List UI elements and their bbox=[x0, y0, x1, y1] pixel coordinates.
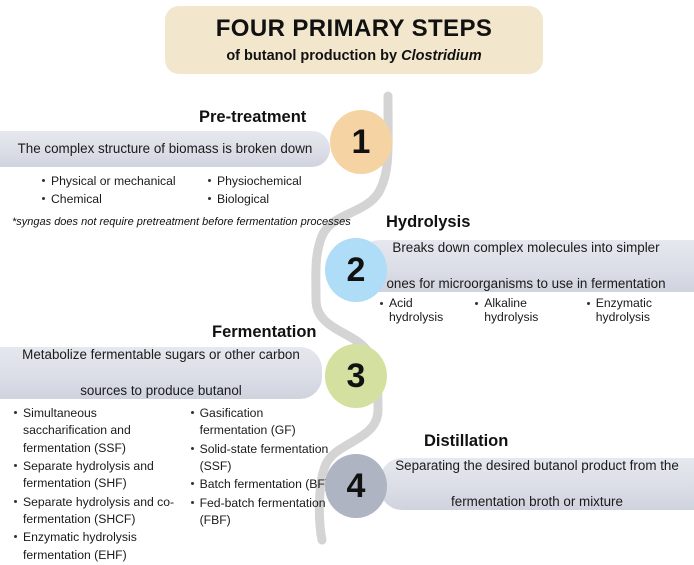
subtitle-prefix: of butanol production by bbox=[226, 48, 402, 65]
step-3-description-pill: Metabolize fermentable sugars or other c… bbox=[0, 347, 322, 399]
subtitle-organism: Clostridium bbox=[401, 48, 482, 65]
page-title: FOUR PRIMARY STEPS bbox=[215, 14, 493, 42]
list-item: Physical or mechanical bbox=[40, 173, 192, 190]
list-item: Fed-batch fermentation (FBF) bbox=[189, 495, 332, 530]
step-3-bullets-column-b: Gasification fermentation (GF) Solid-sta… bbox=[189, 405, 332, 565]
step-2-description-line2: ones for microorganisms to use in fermen… bbox=[386, 276, 666, 292]
step-2-description: Breaks down complex molecules into simpl… bbox=[386, 239, 665, 293]
step-4-description-pill: Separating the desired butanol product f… bbox=[380, 458, 694, 510]
step-2-number: 2 bbox=[346, 250, 366, 289]
step-1-description-pill: The complex structure of biomass is brok… bbox=[0, 131, 330, 167]
step-4-description-line2: fermentation broth or mixture bbox=[451, 494, 623, 510]
page-subtitle: of butanol production by Clostridium bbox=[226, 48, 481, 64]
list-item: Batch fermentation (BF) bbox=[189, 476, 332, 493]
list-item: Alkaline hydrolysis bbox=[473, 296, 571, 324]
step-3-description-line1: Metabolize fermentable sugars or other c… bbox=[22, 346, 300, 362]
step-2-heading: Hydrolysis bbox=[386, 213, 471, 231]
step-1-bullets: Physical or mechanical Chemical Physioch… bbox=[40, 173, 340, 210]
list-item: Chemical bbox=[40, 191, 192, 208]
step-2-description-line1: Breaks down complex molecules into simpl… bbox=[392, 239, 660, 255]
list-item: Separate hydrolysis and co-fermentation … bbox=[12, 494, 175, 529]
step-2-bullets: Acid hydrolysis Alkaline hydrolysis Enzy… bbox=[378, 296, 694, 324]
step-1-number: 1 bbox=[351, 122, 371, 161]
infographic-canvas: FOUR PRIMARY STEPS of butanol production… bbox=[0, 6, 694, 562]
step-4-circle: 4 bbox=[325, 454, 387, 518]
step-4-description-line1: Separating the desired butanol product f… bbox=[395, 457, 679, 473]
step-1-bullets-column-a: Physical or mechanical Chemical bbox=[40, 173, 192, 210]
step-2-description-pill: Breaks down complex molecules into simpl… bbox=[358, 240, 694, 292]
list-item: Solid-state fermentation (SSF) bbox=[189, 441, 332, 476]
step-3-bullets-column-a: Simultaneous saccharification and fermen… bbox=[12, 405, 175, 565]
step-1-heading: Pre-treatment bbox=[199, 108, 307, 126]
step-1-footnote: *syngas does not require pretreatment be… bbox=[12, 216, 351, 228]
step-4-heading: Distillation bbox=[424, 432, 509, 450]
step-2-circle: 2 bbox=[325, 238, 387, 302]
step-1-description: The complex structure of biomass is brok… bbox=[17, 140, 313, 156]
step-3-number: 3 bbox=[346, 356, 366, 395]
list-item: Acid hydrolysis bbox=[378, 296, 459, 324]
step-3-circle: 3 bbox=[325, 344, 387, 408]
step-3-heading: Fermentation bbox=[212, 323, 317, 341]
list-item: Enzymatic hydrolysis bbox=[585, 296, 694, 324]
list-item: Enzymatic hydrolysis fermentation (EHF) bbox=[12, 529, 175, 564]
step-4-number: 4 bbox=[346, 466, 366, 505]
step-3-description: Metabolize fermentable sugars or other c… bbox=[22, 346, 300, 400]
step-4-description: Separating the desired butanol product f… bbox=[395, 457, 679, 511]
title-box: FOUR PRIMARY STEPS of butanol production… bbox=[165, 6, 543, 74]
step-1-bullets-column-b: Physiochemical Biological bbox=[206, 173, 340, 210]
step-1-circle: 1 bbox=[330, 110, 392, 174]
list-item: Separate hydrolysis and fermentation (SH… bbox=[12, 458, 175, 493]
step-3-description-line2: sources to produce butanol bbox=[80, 383, 242, 399]
list-item: Gasification fermentation (GF) bbox=[189, 405, 332, 440]
list-item: Simultaneous saccharification and fermen… bbox=[12, 405, 175, 457]
list-item: Physiochemical bbox=[206, 173, 340, 190]
list-item: Biological bbox=[206, 191, 340, 208]
step-3-bullets: Simultaneous saccharification and fermen… bbox=[12, 405, 332, 565]
